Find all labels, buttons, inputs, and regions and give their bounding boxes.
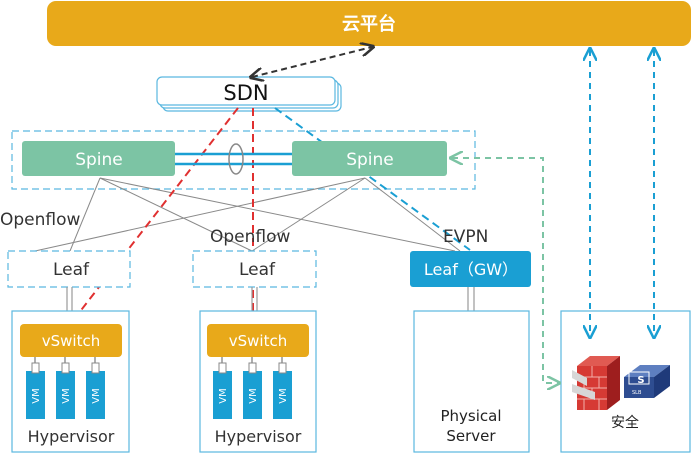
spine-1-label: Spine [75,150,123,170]
evpn-label: EVPN [443,227,488,247]
vm-label: VM [278,388,289,403]
spine-group-frame [11,130,476,190]
slb-icon-glyph: S [637,375,644,386]
firewall-icon [572,356,620,410]
openflow-label-2: Openflow [210,227,291,247]
leaf-1: Leaf [7,250,131,288]
vm-label: VM [91,388,102,403]
physical-server: Physical Server [413,310,530,453]
leaf-host-links [66,287,475,311]
vswitch-2-label: vSwitch [229,332,287,350]
physical-server-line1: Physical [440,407,501,425]
sdn-cloud-link [252,47,372,77]
leaf-gateway-label: Leaf（GW） [424,260,518,279]
vm-label: VM [31,388,42,403]
hypervisor-1: vSwitch VM VM VM Hypervisor [11,310,130,453]
leaf-2-label: Leaf [239,260,276,280]
openflow-label-1: Openflow [0,210,81,230]
vm-group-2: VM VM VM [213,357,292,419]
physical-server-line2: Server [446,427,496,445]
security-label: 安全 [611,414,639,431]
spine-peer-link [175,143,292,175]
spine-1: Spine [22,141,175,176]
slb-caption: SLB [632,390,642,396]
spine-2: Spine [292,141,447,176]
hypervisor-1-label: Hypervisor [28,427,115,446]
security-zone: S SLB 安全 [560,310,691,453]
slb-icon: S SLB [624,365,670,398]
cloud-platform: 云平台 [47,1,691,46]
sdn-controller: SDN [156,76,342,112]
sdn-label: SDN [223,81,268,105]
vm-group-1: VM VM VM [26,357,105,419]
cloud-platform-label: 云平台 [342,13,396,35]
hypervisor-2-label: Hypervisor [215,427,302,446]
spine-2-label: Spine [346,150,394,170]
vswitch-1-label: vSwitch [42,332,100,350]
fabric-links [34,177,461,252]
leaf-gateway: Leaf（GW） [410,251,531,287]
sdn-evpn-link [274,107,471,251]
vm-label: VM [61,388,72,403]
vm-label: VM [218,388,229,403]
leaf-1-label: Leaf [53,260,90,280]
spine-security-link [452,158,558,383]
vm-label: VM [248,388,259,403]
hypervisor-2: vSwitch VM VM VM Hypervisor [199,310,317,453]
leaf-2: Leaf [192,250,317,288]
